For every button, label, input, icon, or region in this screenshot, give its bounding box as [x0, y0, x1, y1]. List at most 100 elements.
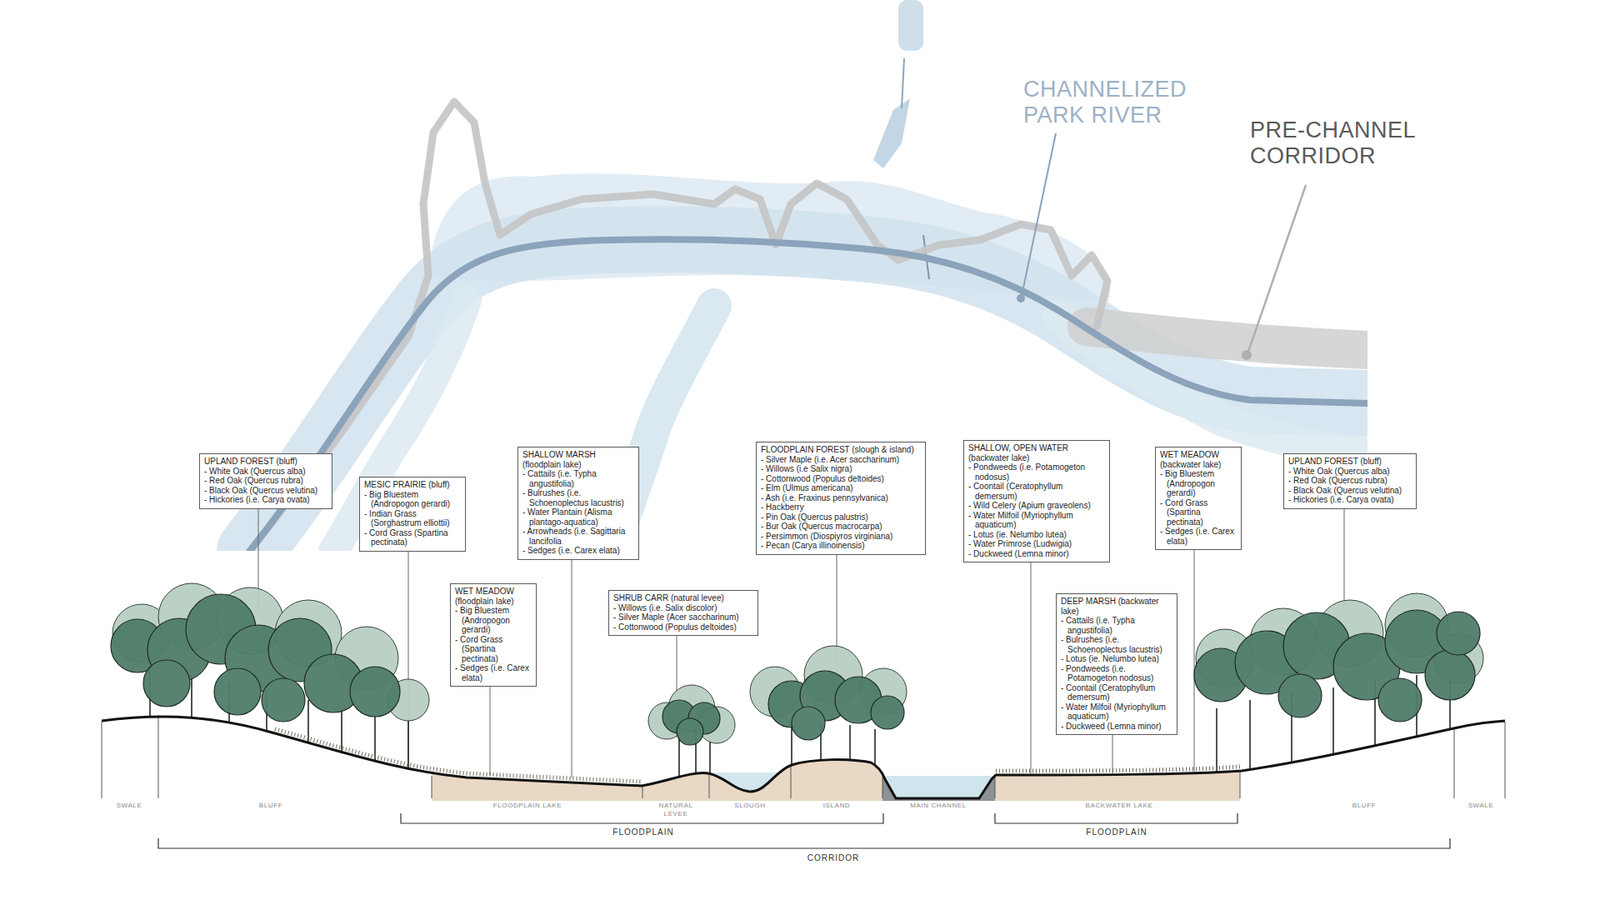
species-item: - Pondweeds (i.e. Potamogeton nodosus) — [968, 462, 1105, 482]
pointer-line — [1248, 185, 1306, 352]
species-item: - Cord Grass (Spartina pectinata) — [455, 635, 532, 665]
species-item: - Hickories (i.e. Carya ovata) — [204, 495, 328, 505]
section-tick — [1505, 721, 1506, 799]
channel-bed — [882, 762, 995, 801]
section-tick — [642, 785, 644, 799]
species-item: - Bulrushes (i.e. Schoenoplectus lacustr… — [522, 488, 635, 508]
species-item: - Wild Celery (Apium graveolens) — [968, 500, 1105, 511]
tree-canopy-dark — [1278, 674, 1322, 718]
section-label: BLUFF — [237, 801, 305, 810]
section-tick — [1240, 771, 1241, 799]
species-item: - White Oak (Quercus alba) — [204, 466, 328, 477]
tree-trunk — [340, 708, 343, 752]
plant-community-box: DEEP MARSH (backwater lake)- Cattails (i… — [1055, 593, 1178, 735]
map-label: CHANNELIZED PARK RIVER — [1023, 76, 1215, 129]
plant-community-box: SHALLOW MARSH (floodplain lake)- Cattail… — [517, 446, 640, 560]
section-tick — [1454, 729, 1455, 799]
species-item: - Cattails (i.e. Typha angustifolia) — [522, 469, 635, 489]
community-heading: SHRUB CARR (natural levee) — [613, 593, 754, 604]
pointer-line — [1241, 350, 1252, 360]
community-heading: SHALLOW, OPEN WATER (backwater lake) — [968, 443, 1105, 463]
map-water — [898, 0, 924, 51]
community-heading: MESIC PRAIRIE (bluff) — [364, 480, 461, 490]
bracket — [158, 838, 1450, 849]
pre-channel-corridor — [250, 101, 1108, 551]
leader-line — [258, 466, 1345, 778]
section-label: MAIN CHANNEL — [892, 801, 985, 810]
species-item: - Water Milfoil (Myriophyllum aquaticum) — [1060, 702, 1173, 722]
species-item: - Red Oak (Quercus rubra) — [204, 475, 328, 486]
plant-community-box: UPLAND FOREST (bluff)- White Oak (Quercu… — [1283, 453, 1417, 510]
bracket-label: CORRIDOR — [783, 853, 884, 864]
species-item: - Persimmon (Diospiyros virginiana) — [760, 531, 921, 542]
map-label: PRE-CHANNEL CORRIDOR — [1250, 117, 1459, 170]
bracket — [995, 813, 1238, 824]
tree-trunk — [1332, 687, 1335, 755]
channel-bed — [882, 762, 995, 801]
species-item: - Lotus (ie. Nelumbo lutea) — [1060, 654, 1173, 665]
plant-community-box: UPLAND FOREST (bluff)- White Oak (Quercu… — [199, 453, 333, 510]
pointer-line — [1016, 294, 1025, 303]
section-tick — [431, 775, 433, 799]
bracket — [400, 813, 884, 824]
species-item: - Sedges (i.e. Carex elata) — [455, 663, 532, 683]
section-tick — [790, 765, 792, 799]
species-item: - Cottonwood (Populus deltoides) — [613, 622, 754, 633]
species-item: - Arrowheads (i.e. Sagittaria lancifolia — [522, 526, 635, 546]
species-item: - Cord Grass (Spartina pectinata) — [1160, 498, 1237, 528]
section-label: SWALE — [104, 801, 155, 810]
species-item: - Coontail (Ceratophyllum demersum) — [1060, 683, 1173, 703]
tree-trunk — [1249, 700, 1251, 770]
species-item: - Pondweeds (i.e. Potamogeton nodosus) — [1060, 664, 1173, 684]
species-item: - Hickories (i.e. Carya ovata) — [1288, 495, 1412, 505]
ground-line — [101, 716, 1505, 799]
species-item: - Bur Oak (Quercus macrocarpa) — [760, 521, 921, 532]
tree-canopy-dark — [143, 660, 190, 707]
species-item: - Water Milfoil (Myriophyllum aquaticum) — [968, 510, 1105, 530]
bracket-label: FLOODPLAIN — [1066, 827, 1167, 838]
section-tick — [709, 774, 710, 799]
species-item: - Ash (i.e. Fraxinus pennsylvanica) — [760, 493, 921, 504]
species-item: - Big Bluestem (Andropogon gerardi) — [1160, 469, 1237, 499]
community-heading: FLOODPLAIN FOREST (slough & island) — [760, 445, 921, 455]
species-item: - Big Bluestem (Andropogon gerardi) — [455, 605, 532, 635]
species-item: - Silver Maple (Acer saccharinum) — [613, 612, 754, 623]
tree-trunk — [874, 729, 876, 765]
species-item: - Willows (i.e Salix nigra) — [760, 464, 921, 475]
tree-canopy-dark — [791, 706, 825, 740]
community-heading: WET MEADOW (backwater lake) — [1160, 450, 1237, 470]
pointer-line — [1021, 133, 1056, 296]
section-label: NATURAL LEVEE — [656, 801, 695, 818]
community-heading: UPLAND FOREST (bluff) — [204, 456, 328, 467]
species-item: - Big Bluestem (Andropogon gerardi) — [364, 490, 461, 510]
species-item: - Water Plantain (Alisma plantago-aquati… — [522, 507, 635, 527]
plant-community-box: SHALLOW, OPEN WATER (backwater lake)- Po… — [963, 440, 1110, 563]
tree-canopy-pale — [112, 583, 1484, 744]
bracket-label: FLOODPLAIN — [593, 827, 694, 838]
plant-community-box: MESIC PRAIRIE (bluff)- Big Bluestem (And… — [359, 476, 466, 552]
tree-canopy-dark — [1436, 611, 1480, 655]
tree-canopy-dark — [1378, 678, 1422, 722]
community-heading: UPLAND FOREST (bluff) — [1288, 456, 1412, 467]
tree-trunk — [849, 725, 851, 760]
section-label: BACKWATER LAKE — [1073, 801, 1165, 810]
species-item: - Hackberry — [760, 502, 921, 513]
species-item: - Cord Grass (Spartina pectinata) — [364, 528, 461, 548]
species-item: - Indian Grass (Sorghastrum elliottii) — [364, 509, 461, 529]
bracket — [158, 813, 1450, 849]
species-item: - Silver Maple (i.e. Acer saccharinum) — [760, 455, 921, 465]
section-label: FLOODPLAIN LAKE — [485, 801, 570, 810]
map-water — [901, 58, 905, 109]
species-item: - Duckweed (Lemna minor) — [968, 549, 1105, 560]
species-item: - White Oak (Quercus alba) — [1288, 466, 1412, 477]
map-water — [250, 0, 1368, 551]
pre-channel-corridor — [250, 101, 1368, 551]
tree-canopy-dark — [214, 668, 261, 715]
section-tick — [995, 775, 996, 799]
section-label: SLOUGH — [716, 801, 784, 810]
plant-community-box: WET MEADOW (backwater lake)- Big Blueste… — [1155, 446, 1242, 550]
tree-trunk — [307, 700, 310, 742]
species-item: - Black Oak (Quercus velutina) — [1288, 485, 1412, 496]
ground-line — [101, 716, 1505, 799]
